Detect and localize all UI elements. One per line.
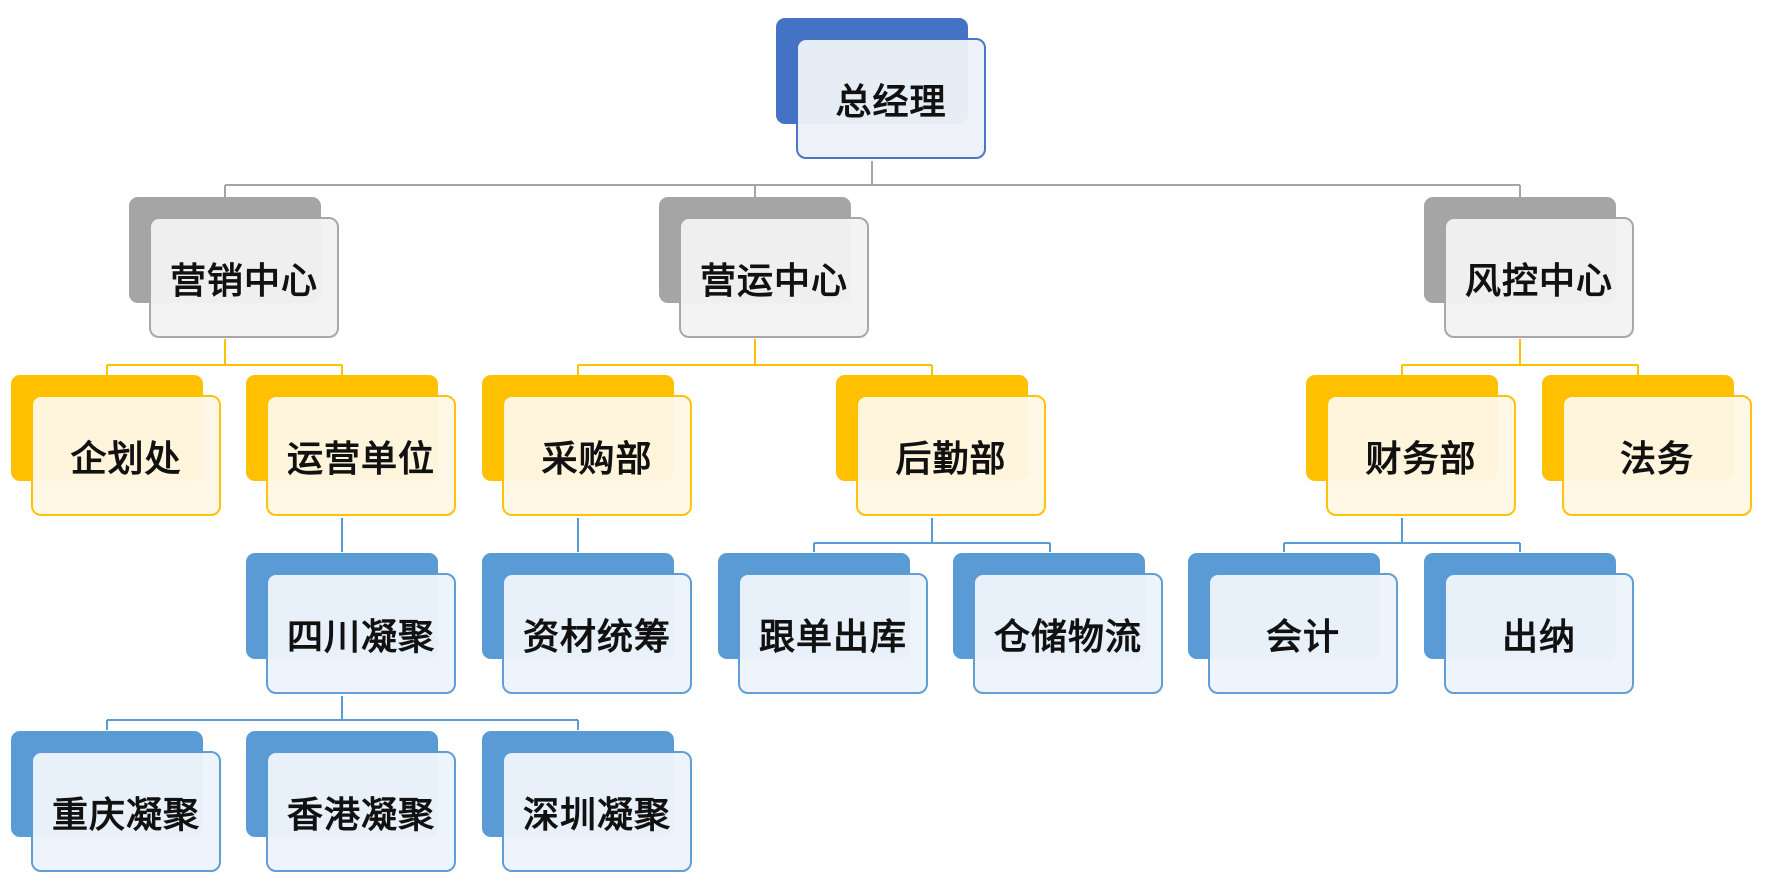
node-sichuan: 四川凝聚	[246, 553, 456, 694]
node-operating-unit: 运营单位	[246, 375, 456, 516]
node-cashier: 出纳	[1424, 553, 1634, 694]
node-warehousing: 仓储物流	[953, 553, 1163, 694]
node-hongkong: 香港凝聚	[246, 731, 456, 872]
node-finance-dept: 财务部	[1306, 375, 1516, 516]
connector-marketing	[106, 339, 343, 395]
node-accounting: 会计	[1188, 553, 1398, 694]
node-logistics-dept: 后勤部	[836, 375, 1046, 516]
node-chongqing: 重庆凝聚	[11, 731, 221, 872]
node-legal: 法务	[1542, 375, 1752, 516]
connector-finance	[1283, 518, 1521, 552]
node-order-outbound: 跟单出库	[718, 553, 928, 694]
node-planning-office: 企划处	[11, 375, 221, 516]
node-shenzhen: 深圳凝聚	[482, 731, 692, 872]
connector-sichuan	[106, 696, 579, 730]
node-operations-center: 营运中心	[659, 197, 869, 338]
connector-gm-centers	[224, 161, 1521, 217]
connector-operations	[577, 339, 933, 395]
connector-logistics	[813, 518, 1051, 552]
node-marketing-center: 营销中心	[129, 197, 339, 338]
node-purchasing-dept: 采购部	[482, 375, 692, 516]
node-materials: 资材统筹	[482, 553, 692, 694]
node-risk-center: 风控中心	[1424, 197, 1634, 338]
node-gm: 总经理	[776, 18, 986, 159]
connector-risk	[1401, 339, 1639, 395]
